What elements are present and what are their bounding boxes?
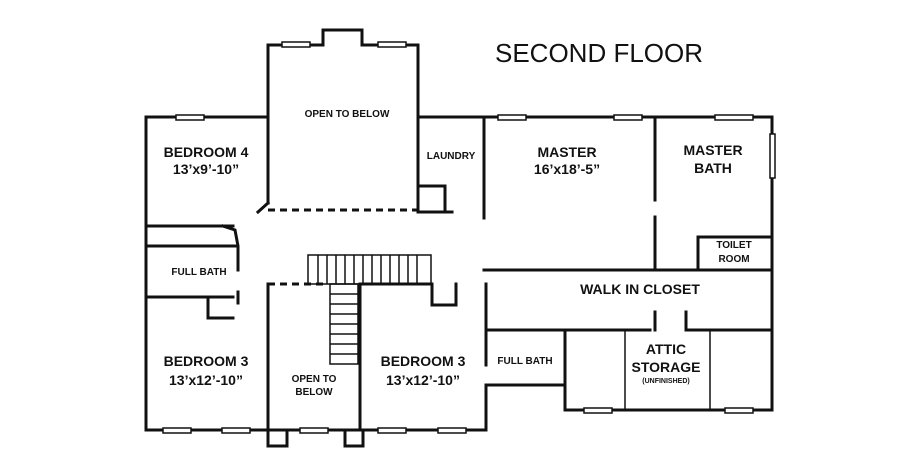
staircase (307, 254, 432, 365)
toilet-room-line1: TOILET (716, 240, 751, 251)
open-to-below-top-label: OPEN TO BELOW (305, 109, 390, 120)
full-bath-left-label: FULL BATH (171, 267, 226, 278)
bedroom3-left-name: BEDROOM 3 (164, 353, 249, 369)
full-bath-center-label: FULL BATH (497, 356, 552, 367)
floor-title: SECOND FLOOR (495, 38, 703, 68)
bedroom3-center-name: BEDROOM 3 (381, 353, 466, 369)
windows (162, 41, 776, 434)
laundry-label: LAUNDRY (427, 151, 476, 162)
attic-storage-line2: STORAGE (632, 359, 701, 375)
bedroom4-size: 13’x9’-10” (173, 161, 239, 177)
bedroom4-name: BEDROOM 4 (164, 144, 249, 160)
master-bath-line2: BATH (694, 160, 732, 176)
open-to-below-bottom-line1: OPEN TO (292, 374, 337, 385)
master-name: MASTER (537, 144, 596, 160)
bedroom3-left-size: 13’x12’-10” (169, 372, 243, 388)
walk-in-closet-label: WALK IN CLOSET (580, 281, 700, 297)
master-bath-line1: MASTER (683, 142, 742, 158)
master-size: 16’x18’-5” (534, 161, 600, 177)
bedroom3-center-size: 13’x12’-10” (386, 372, 460, 388)
attic-storage-line1: ATTIC (646, 341, 686, 357)
open-to-below-bottom-line2: BELOW (295, 387, 333, 398)
attic-storage-note: (UNFINISHED) (642, 378, 689, 385)
toilet-room-line2: ROOM (718, 254, 749, 265)
exterior-walls (144, 28, 774, 448)
